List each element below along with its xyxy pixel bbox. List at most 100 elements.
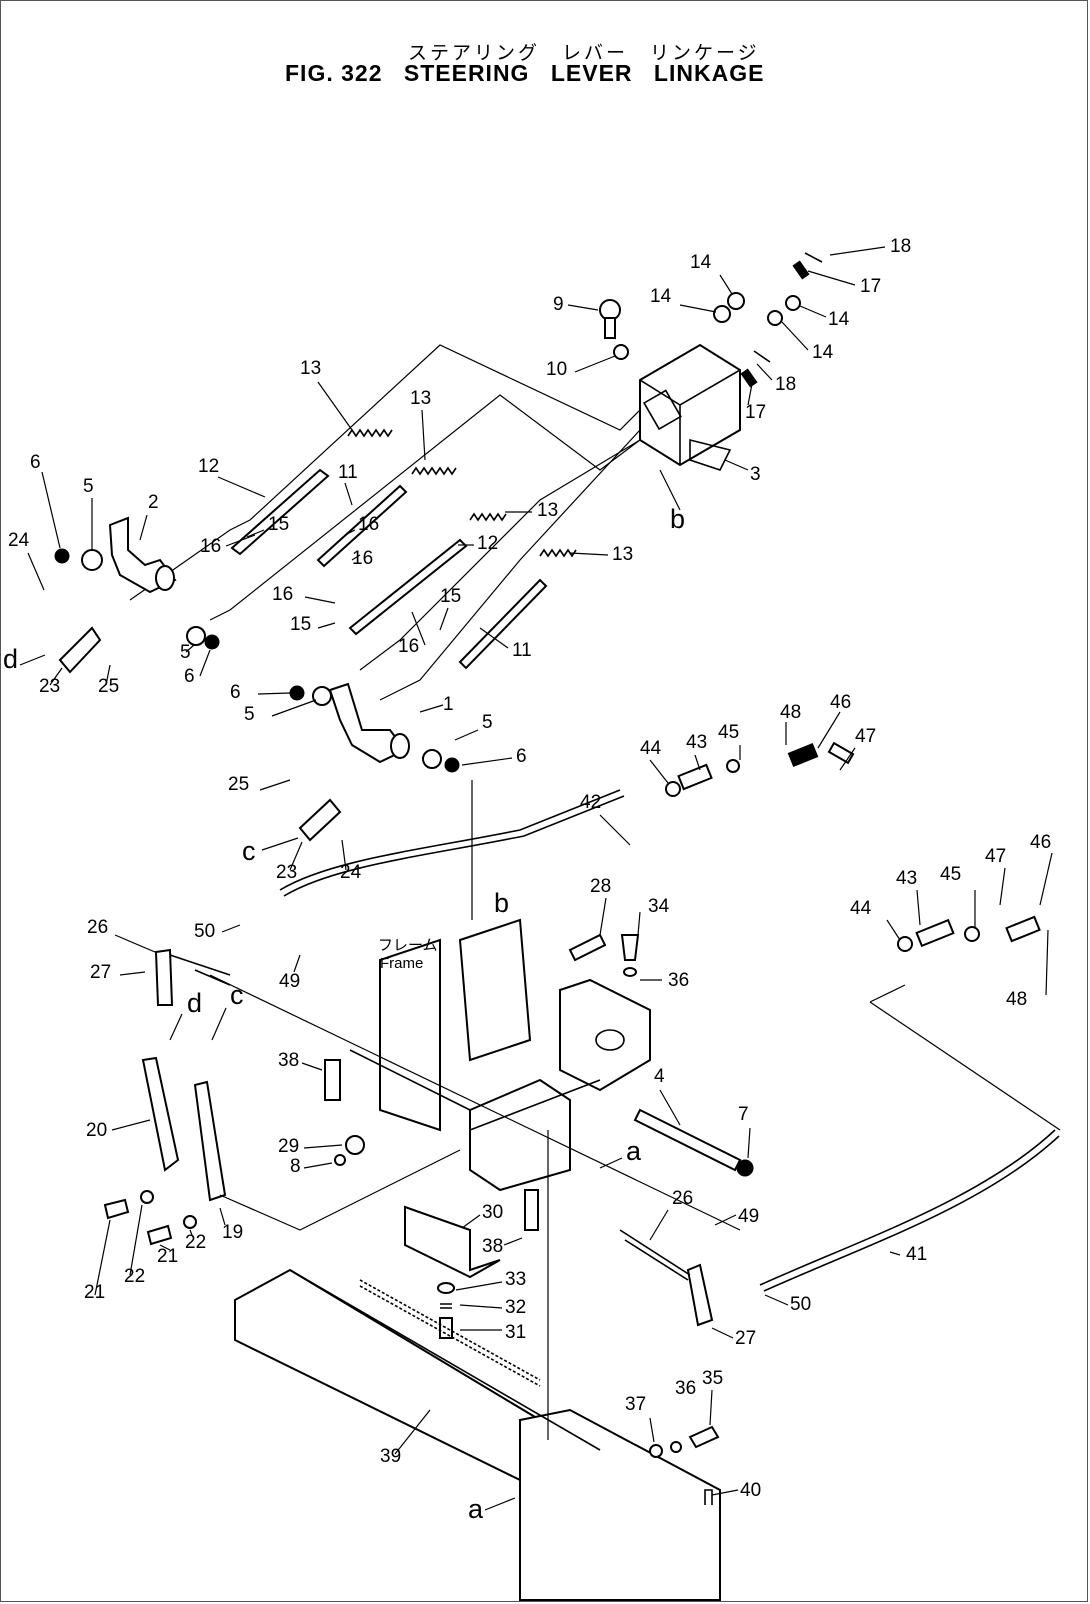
leader-line-c <box>211 1007 227 1041</box>
frame-bracket <box>349 918 651 1192</box>
leader-line-16 <box>411 611 426 646</box>
cable-41 <box>759 1129 1056 1286</box>
spring-washer-32 <box>440 1303 452 1309</box>
callout-label-37: 37 <box>625 1394 646 1415</box>
rod-26-a-shaft <box>169 954 231 986</box>
reference-line-c <box>219 1149 461 1231</box>
leader-line-7 <box>747 1127 751 1159</box>
callout-label-34: 34 <box>648 896 670 917</box>
spring-13-c <box>469 512 507 522</box>
nut-14-a <box>727 292 745 310</box>
plate-38-a <box>324 1059 341 1101</box>
callout-label-38: 38 <box>278 1050 299 1071</box>
pin-18-a <box>804 252 823 263</box>
callout-label-50: 50 <box>194 921 215 942</box>
leader-line-39 <box>394 1409 431 1455</box>
callout-label-33: 33 <box>505 1269 526 1290</box>
leader-line-1 <box>419 704 444 713</box>
bushing-5-a <box>81 549 103 571</box>
rod-26-b-shaft <box>619 1229 691 1281</box>
callout-label-15: 15 <box>268 514 289 535</box>
callout-label-12: 12 <box>477 533 498 554</box>
callout-label-36: 36 <box>675 1378 696 1399</box>
leader-line-c <box>261 837 299 851</box>
callout-label-25: 25 <box>98 676 119 697</box>
callout-label-24: 24 <box>8 530 30 551</box>
pin-8 <box>334 1154 346 1166</box>
leader-line-6 <box>199 649 211 677</box>
leader-line-a <box>599 1157 623 1169</box>
rod-11-a <box>316 484 408 568</box>
lever-19 <box>193 1080 227 1202</box>
callout-label-41: 41 <box>906 1244 927 1265</box>
leader-line-38 <box>301 1062 323 1071</box>
leader-line-d <box>19 654 46 666</box>
leader-line-8 <box>303 1162 333 1169</box>
callout-label-42: 42 <box>580 792 601 813</box>
washer-36-b <box>670 1441 682 1453</box>
leader-line-16 <box>351 554 361 561</box>
leader-line-29 <box>303 1144 343 1149</box>
leader-line-15 <box>246 529 265 538</box>
lever-26-b <box>686 1263 714 1327</box>
bolt-28 <box>568 933 607 962</box>
leader-line-6 <box>461 757 513 766</box>
leader-line-28 <box>599 897 607 936</box>
washer-10 <box>613 344 629 360</box>
leader-line-11 <box>479 627 509 649</box>
leader-line-b <box>659 469 681 511</box>
leader-line-41 <box>889 1251 901 1256</box>
lower-rod-outline <box>379 429 641 701</box>
callout-label-29: 29 <box>278 1136 299 1157</box>
collar-29 <box>345 1135 365 1155</box>
callout-label-21: 21 <box>84 1282 105 1303</box>
callout-label-6: 6 <box>230 682 241 703</box>
callout-label-14: 14 <box>650 286 672 307</box>
leader-line-30 <box>461 1214 481 1229</box>
callout-label-13: 13 <box>612 544 633 565</box>
pin-18-b <box>753 350 771 363</box>
callout-label-36: 36 <box>668 970 689 991</box>
callout-label-49: 49 <box>279 971 300 992</box>
callout-label-25: 25 <box>228 774 249 795</box>
bolt-35 <box>688 1425 720 1449</box>
leader-line-5 <box>271 699 317 717</box>
figure-title-japanese: ステアリング レバー リンケージ <box>408 42 760 64</box>
callout-label-46: 46 <box>830 692 851 713</box>
leader-line-16 <box>344 529 356 536</box>
callout-label-13: 13 <box>300 358 321 379</box>
leader-line-22 <box>129 1204 143 1276</box>
pin-47-a <box>827 741 855 765</box>
bushing-5-d <box>422 749 442 769</box>
callout-label-18: 18 <box>890 236 911 257</box>
turnbuckle-43-a <box>677 763 713 791</box>
leader-line-42 <box>599 814 631 846</box>
callout-label-5: 5 <box>180 642 191 663</box>
leader-line-16 <box>304 596 336 604</box>
callout-label-28: 28 <box>590 876 611 897</box>
leader-line-6 <box>257 692 291 695</box>
nut-6-a <box>54 548 70 564</box>
callout-label-44: 44 <box>640 738 662 759</box>
nut-7 <box>736 1159 754 1177</box>
callout-label-38: 38 <box>482 1236 503 1257</box>
leader-line-27 <box>711 1327 734 1339</box>
callout-label-1: 1 <box>443 694 454 715</box>
bushing-5-b <box>186 626 206 646</box>
callout-label-17: 17 <box>860 276 881 297</box>
callout-label-6: 6 <box>184 666 195 687</box>
callout-label-27: 27 <box>735 1328 756 1349</box>
leader-line-47 <box>999 867 1006 906</box>
figure-title: FIG. 322 STEERING LEVER LINKAGE <box>285 60 778 87</box>
lever-20 <box>141 1056 180 1172</box>
leader-line-23 <box>289 841 303 871</box>
callout-label-d: d <box>3 644 18 674</box>
leader-line-21 <box>94 1219 111 1296</box>
callout-label-11: 11 <box>338 462 358 483</box>
leader-line-13 <box>569 552 609 556</box>
leader-line-22 <box>189 1229 193 1236</box>
leader-line-13 <box>317 381 353 431</box>
leader-line-27 <box>119 971 146 976</box>
callout-label-4: 4 <box>654 1066 665 1087</box>
bolt-31 <box>439 1317 453 1339</box>
